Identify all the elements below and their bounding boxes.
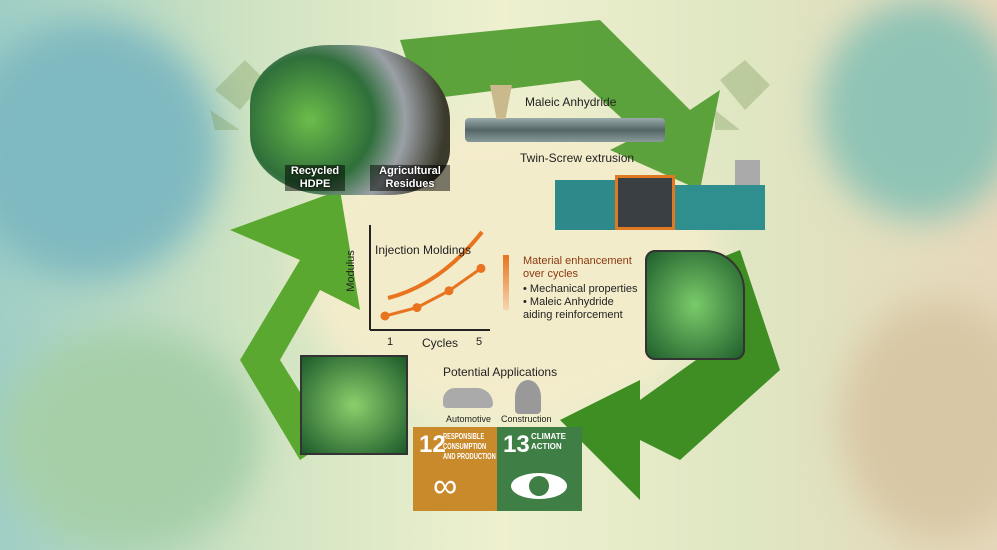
top-recycle-arrow: [400, 20, 720, 190]
hopper-icon: [490, 85, 512, 119]
enhancement-title: Material enhancement over cycles: [523, 255, 632, 280]
bullet-text: Mechanical properties: [529, 283, 638, 295]
maleic-anhydride-label: Maleic Anhydride: [525, 95, 617, 109]
x-tick-1: 1: [387, 336, 394, 348]
extruder-image: [465, 118, 665, 142]
green-flakes-image-left: [300, 355, 408, 455]
sdg-label: CLIMATE ACTION: [531, 432, 566, 451]
automotive-label: Automotive: [446, 414, 492, 424]
agricultural-residues-label: Agricultural Residues: [370, 165, 450, 191]
data-point: [444, 286, 454, 296]
eye-globe-icon: [511, 473, 567, 499]
data-point: [412, 303, 422, 313]
sdg-number: 13: [503, 431, 530, 458]
up-arrow: [503, 255, 509, 310]
construction-label: Construction: [501, 414, 552, 424]
chart-title: Injection Moldings: [375, 243, 472, 257]
green-flakes-image-right: [645, 250, 745, 360]
modulus-chart: [369, 225, 490, 331]
car-icon: [443, 388, 493, 408]
faded-recycle-icon-left: [210, 60, 265, 130]
data-point: [476, 263, 486, 273]
sdg-number: 12: [419, 431, 446, 458]
x-tick-5: 5: [476, 336, 483, 348]
data-point: [380, 311, 390, 321]
applications-title: Potential Applications: [443, 365, 558, 379]
trend-arrow: [387, 230, 484, 300]
left-recycle-arrow: [230, 190, 360, 460]
twin-screw-extrusion-label: Twin-Screw extrusion: [520, 151, 635, 165]
sdg-label: RESPONSIBLE CONSUMPTION AND PRODUCTION: [443, 432, 496, 461]
y-axis-label: Modulus: [344, 250, 357, 292]
sdg-13-badge: 13 CLIMATE ACTION: [497, 427, 582, 511]
worker-icon: [515, 380, 541, 414]
bullet-maleic: • Maleic Anhydride aiding reinforcement: [523, 296, 623, 321]
faded-recycle-icon-right: [715, 60, 770, 130]
recycled-hdpe-label: Recycled HDPE: [285, 165, 345, 191]
sdg-12-badge: 12 RESPONSIBLE CONSUMPTION AND PRODUCTIO…: [413, 427, 497, 511]
x-axis-label: Cycles: [422, 336, 459, 350]
modulus-series-line: [384, 267, 482, 318]
bullet-text: Maleic Anhydride aiding reinforcement: [523, 296, 623, 321]
injection-molding-machine: [555, 160, 780, 245]
infinity-icon: ∞: [433, 467, 458, 505]
bullet-mechanical: • Mechanical properties: [523, 283, 638, 295]
